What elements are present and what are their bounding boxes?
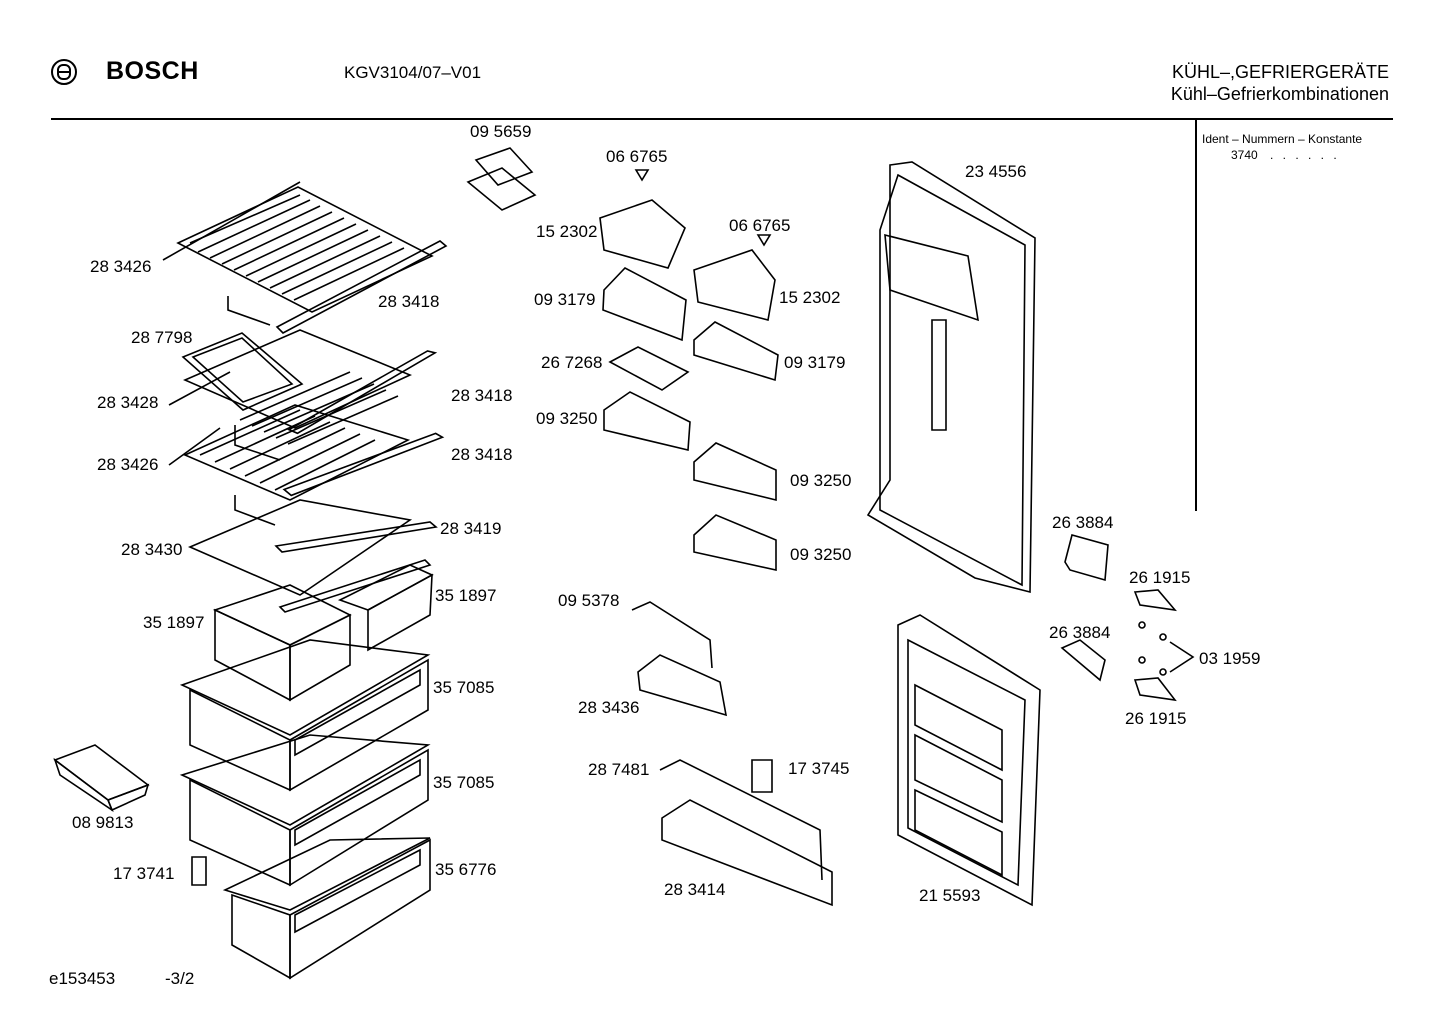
trim-strip — [277, 241, 446, 333]
bottle-retainer — [632, 602, 712, 668]
knob-part — [636, 170, 648, 180]
part-label: 28 3426 — [97, 455, 159, 474]
fridge-door — [868, 162, 1035, 592]
crisper-drawer-1 — [182, 640, 428, 790]
part-label: 26 7268 — [541, 353, 603, 372]
clip-part — [192, 857, 206, 885]
bottle-rack — [660, 760, 822, 880]
ident-value: 3740 — [1231, 148, 1258, 162]
drawing-id: e153453 — [49, 969, 116, 988]
part-label: 28 3436 — [578, 698, 640, 717]
header-divider — [51, 118, 1393, 120]
part-label: 28 3419 — [440, 519, 502, 538]
part-label: 28 3426 — [90, 257, 152, 276]
part-label: 26 3884 — [1052, 513, 1114, 532]
part-label: 03 1959 — [1199, 649, 1261, 668]
wire-shelf-lower — [169, 405, 408, 525]
part-label: 15 2302 — [779, 288, 841, 307]
part-label: 09 3250 — [790, 545, 852, 564]
part-label: 28 3418 — [451, 386, 513, 405]
part-label: 35 7085 — [433, 773, 495, 792]
ident-dots: . . . . . . — [1270, 148, 1340, 162]
part-label: 09 3250 — [536, 409, 598, 428]
freezer-drawer — [225, 838, 430, 978]
hinge-part — [1062, 640, 1105, 680]
part-label: 28 7481 — [588, 760, 650, 779]
ident-divider — [1195, 119, 1197, 511]
butter-dish — [468, 148, 535, 210]
hinge-bracket — [1135, 678, 1175, 700]
part-label: 17 3745 — [788, 759, 850, 778]
screw-part — [1139, 622, 1145, 628]
part-label: 06 6765 — [729, 216, 791, 235]
part-label: 15 2302 — [536, 222, 598, 241]
part-label: 26 1915 — [1125, 709, 1187, 728]
part-label: 09 3179 — [784, 353, 846, 372]
brand-name: BOSCH — [106, 57, 199, 85]
category-subtitle: Kühl–Gefrierkombinationen — [1170, 84, 1389, 104]
part-label: 28 3418 — [378, 292, 440, 311]
egg-tray — [610, 347, 688, 390]
small-drawer-left — [215, 585, 350, 700]
freezer-door — [898, 615, 1040, 905]
glass-shelf — [190, 500, 410, 595]
page-number: -3/2 — [165, 969, 195, 988]
bosch-logo-icon — [51, 59, 77, 85]
part-label: 09 5378 — [558, 591, 620, 610]
part-label: 28 3428 — [97, 393, 159, 412]
part-label: 06 6765 — [606, 147, 668, 166]
part-label: 08 9813 — [72, 813, 134, 832]
holder-part — [752, 760, 772, 792]
compartment-lid — [600, 200, 685, 268]
part-label: 09 3250 — [790, 471, 852, 490]
part-label: 21 5593 — [919, 886, 981, 905]
hinge-bracket — [1135, 590, 1175, 610]
wire-shelf-middle — [169, 330, 410, 460]
small-drawer-right — [340, 565, 432, 650]
wire-shelf-top — [163, 182, 432, 325]
category-title: KÜHL–,GEFRIERGERÄTE — [1171, 62, 1389, 82]
part-label: 23 4556 — [965, 162, 1027, 181]
part-label: 26 1915 — [1129, 568, 1191, 587]
ident-title: Ident – Nummern – Konstante — [1202, 132, 1363, 146]
door-tray-small — [603, 268, 686, 340]
hinge-part — [1065, 535, 1108, 580]
part-label: 09 5659 — [470, 122, 532, 141]
glass-insert — [183, 333, 302, 410]
ice-cube-tray — [55, 745, 148, 810]
part-label: 26 3884 — [1049, 623, 1111, 642]
part-label: 28 3414 — [664, 880, 726, 899]
part-label: 09 3179 — [534, 290, 596, 309]
part-label: 35 6776 — [435, 860, 497, 879]
door-bin — [604, 392, 690, 450]
part-label: 28 3430 — [121, 540, 183, 559]
crisper-drawer-2 — [182, 735, 428, 885]
part-label: 35 1897 — [143, 613, 205, 632]
part-label: 35 7085 — [433, 678, 495, 697]
part-label: 28 3418 — [451, 445, 513, 464]
part-label: 28 7798 — [131, 328, 193, 347]
part-label: 17 3741 — [113, 864, 175, 883]
model-number: KGV3104/07–V01 — [344, 63, 482, 82]
part-label: 35 1897 — [435, 586, 497, 605]
